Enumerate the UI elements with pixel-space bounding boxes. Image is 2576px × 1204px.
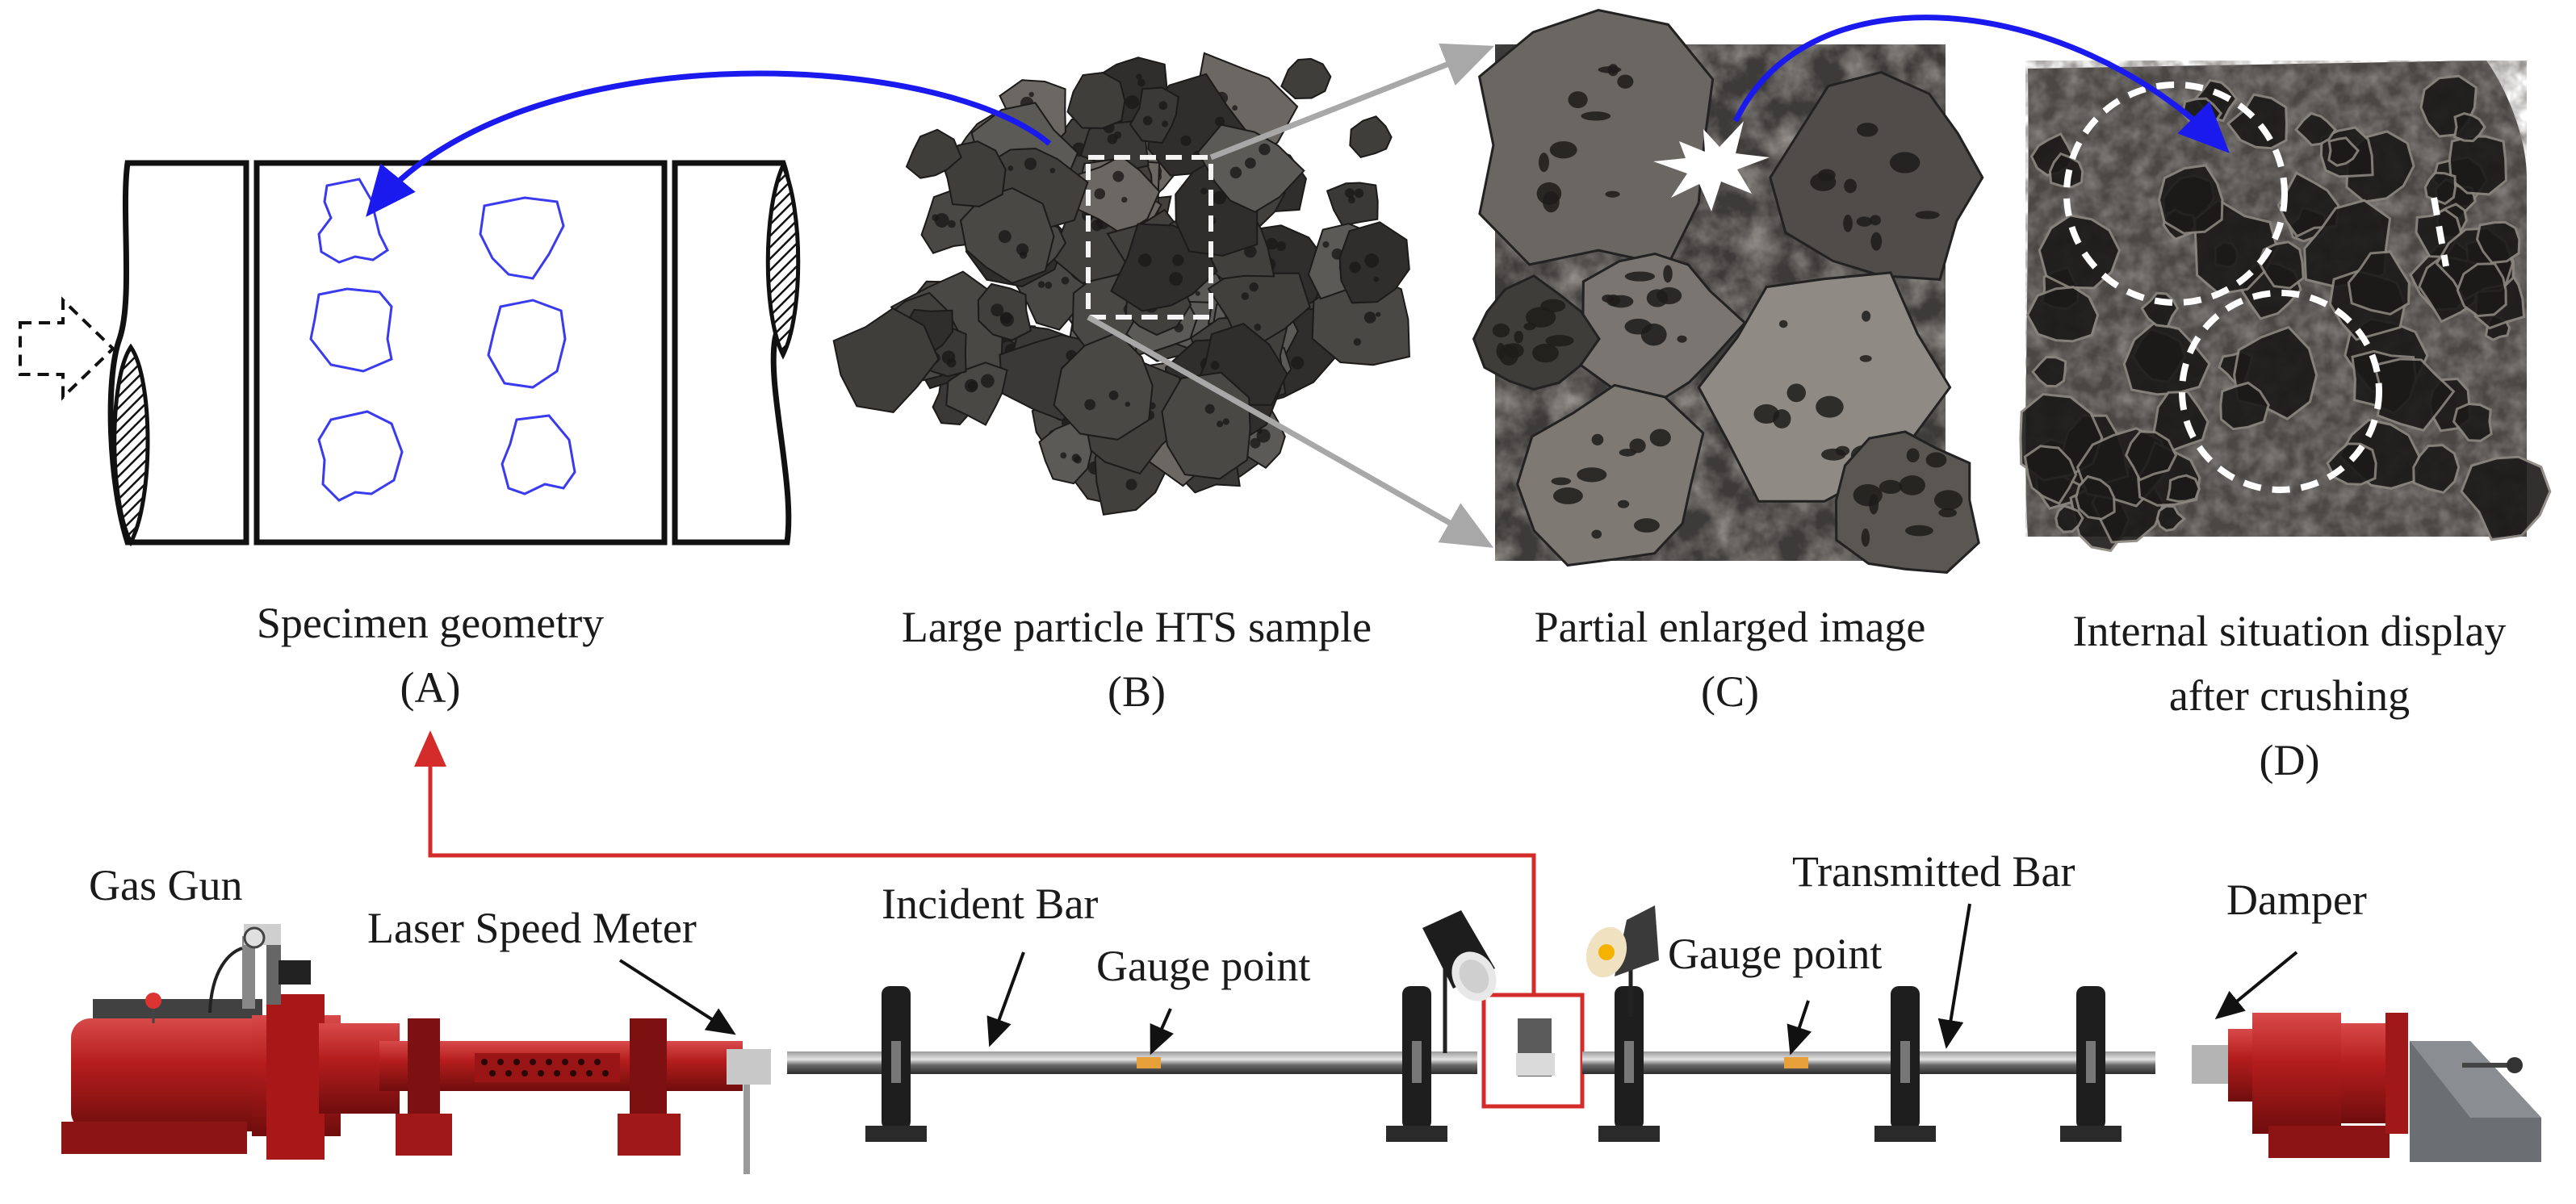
tag-b: (B) bbox=[1108, 667, 1166, 716]
strain-gauge-1 bbox=[1137, 1057, 1161, 1068]
damper bbox=[2192, 1013, 2541, 1162]
pointer-incident-bar bbox=[991, 952, 1024, 1041]
lamp-left bbox=[1422, 910, 1506, 1053]
pointer-damper bbox=[2220, 952, 2297, 1015]
label-gauge-point-2: Gauge point bbox=[1668, 930, 1882, 978]
pointer-transmitted-bar bbox=[1947, 904, 1970, 1043]
caption-d-line1: Internal situation display bbox=[2073, 607, 2507, 655]
pore bbox=[2168, 475, 2199, 501]
rock bbox=[1281, 59, 1330, 98]
rock bbox=[1350, 116, 1391, 157]
pointer-gauge-point-2 bbox=[1792, 1001, 1808, 1049]
label-incident-bar: Incident Bar bbox=[882, 880, 1098, 928]
label-gauge-point-1: Gauge point bbox=[1096, 942, 1310, 990]
rock-pile bbox=[834, 53, 1409, 515]
tag-d: (D) bbox=[2260, 736, 2320, 784]
shpb-apparatus-photo: Gas Gun Laser Speed Meter Incident Bar G… bbox=[61, 738, 2541, 1174]
pore bbox=[2028, 287, 2098, 341]
impact-direction-icon bbox=[20, 300, 113, 397]
internal-situation-photo bbox=[2021, 61, 2550, 551]
label-laser-speed-meter: Laser Speed Meter bbox=[367, 904, 697, 952]
rock bbox=[1327, 183, 1378, 226]
rock bbox=[1480, 10, 1713, 265]
red-link-line bbox=[430, 738, 1534, 995]
transmitted-bar bbox=[1582, 1051, 2155, 1074]
gas-gun bbox=[61, 924, 771, 1174]
incident-bar-hatch bbox=[115, 347, 148, 542]
specimen-box bbox=[257, 163, 664, 542]
hts-sample-photo bbox=[834, 53, 1409, 515]
caption-b: Large particle HTS sample bbox=[902, 603, 1372, 651]
partial-enlarged-photo bbox=[1474, 10, 1983, 573]
pore bbox=[2449, 136, 2506, 194]
specimen-geometry-drawing bbox=[20, 163, 798, 542]
label-transmitted-bar: Transmitted Bar bbox=[1792, 847, 2075, 896]
caption-d-line2: after crushing bbox=[2169, 671, 2410, 720]
pore bbox=[2425, 173, 2455, 203]
transmitted-bar-hatch bbox=[768, 165, 798, 355]
rock bbox=[1068, 73, 1125, 128]
label-gas-gun: Gas Gun bbox=[89, 861, 242, 909]
strain-gauge-2 bbox=[1784, 1057, 1808, 1068]
label-damper: Damper bbox=[2226, 876, 2367, 924]
tag-c: (C) bbox=[1701, 667, 1759, 716]
tag-a: (A) bbox=[400, 663, 461, 712]
caption-c: Partial enlarged image bbox=[1535, 603, 1926, 651]
pore bbox=[2159, 165, 2222, 233]
caption-a: Specimen geometry bbox=[257, 599, 604, 647]
rock bbox=[834, 308, 939, 412]
pointer-gauge-point-1 bbox=[1153, 1009, 1171, 1049]
